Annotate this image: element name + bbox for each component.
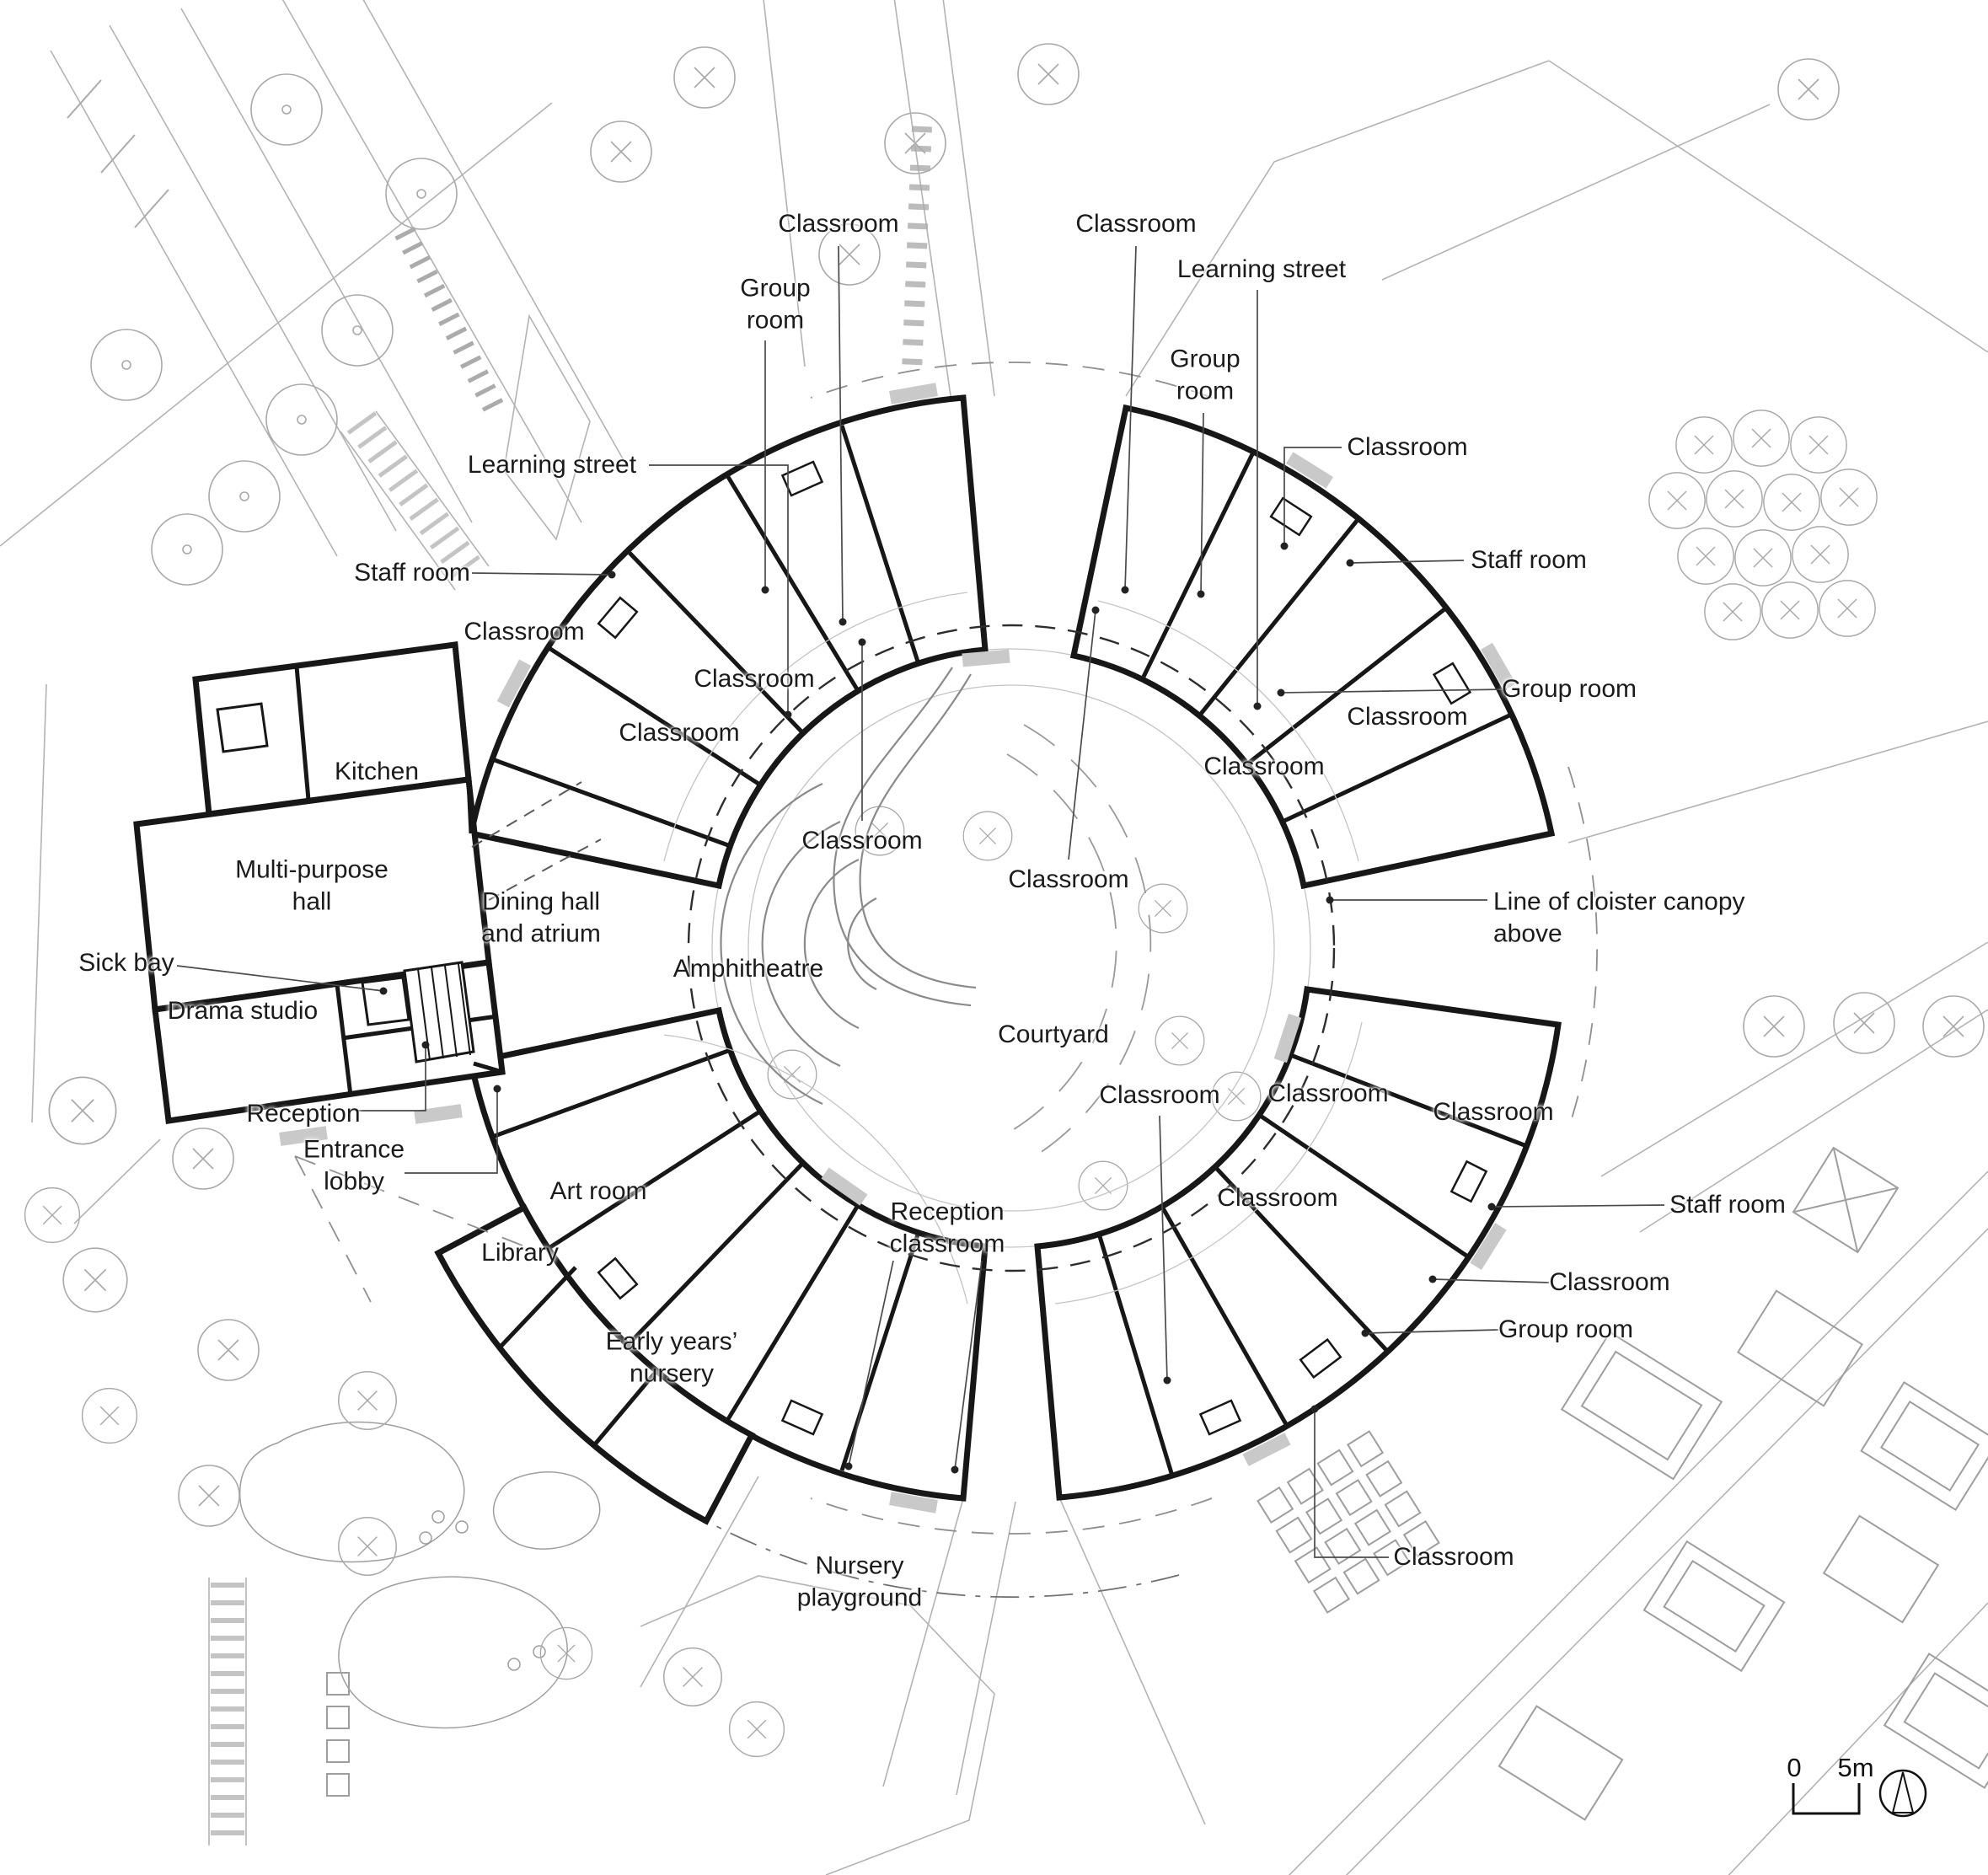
nursery-block [434, 1203, 756, 1525]
leader-staff-room-ne [1349, 560, 1465, 564]
leader-dot-classroom-se-mid [1428, 1275, 1437, 1283]
north-arrow-icon [1878, 1769, 1927, 1818]
building [133, 383, 1562, 1525]
amphitheatre-terraces [720, 667, 1152, 1164]
wing-southwest [467, 1006, 989, 1502]
cloister-canopy-line [687, 624, 1336, 1272]
wing-southeast [1034, 986, 1562, 1501]
west-annex [133, 641, 602, 1303]
leader-dot-classroom-ne-upper [1280, 542, 1289, 550]
leader-sick-bay [176, 965, 384, 992]
leader-dot-learning-street-nw [784, 710, 792, 719]
wing-northwest [467, 394, 989, 890]
leader-dot-classroom-s-a [1163, 1376, 1171, 1385]
leader-dot-entrance-lobby [493, 1085, 501, 1093]
leader-classroom-s-a [1159, 1115, 1168, 1381]
playground-shapes [238, 1421, 601, 1729]
leader-staff-room-nw [471, 572, 613, 576]
leader-learning-street-nw [649, 464, 789, 715]
leader-reception [357, 1045, 426, 1112]
paving-grid [1257, 1430, 1440, 1614]
leader-dot-staff-room-ne [1346, 559, 1354, 567]
leader-dot-cloister-canopy [1326, 896, 1334, 904]
leader-dot-reception-classroom [844, 1462, 853, 1471]
leader-dot-group-room-ne [1197, 590, 1205, 598]
leader-dot-learning-street-ne [1253, 702, 1262, 710]
leader-group-room-se [1364, 1329, 1499, 1334]
leader-dot-staff-room-nw [608, 571, 616, 579]
leader-dot-classroom-nw-top [839, 618, 847, 626]
leader-dot-staff-room-se [1487, 1203, 1496, 1211]
site-buildings [1498, 1146, 1988, 1821]
partition-walls [494, 425, 1525, 1474]
gray-pads [279, 383, 1516, 1513]
leader-group-room-ne [1200, 412, 1204, 595]
leader-dot-sick-bay [379, 987, 388, 995]
toilet-pods [597, 460, 1488, 1436]
leader-dot-reception [421, 1041, 430, 1049]
leader-classroom-ne-upper [1283, 447, 1342, 546]
leader-entrance-lobby [405, 1089, 498, 1174]
leader-dot-reception-classroom-2 [951, 1465, 959, 1474]
leader-dot-classroom-se-bottom [1310, 1405, 1319, 1413]
leader-staff-room-se [1491, 1204, 1665, 1208]
leader-classroom-se-mid [1432, 1278, 1550, 1283]
leader-reception-classroom-2 [954, 1260, 983, 1471]
leader-dot-group-room-nw [761, 586, 769, 594]
leader-classroom-courtyard-ne [1068, 609, 1096, 860]
leader-dot-group-room-se [1361, 1329, 1369, 1337]
leader-classroom-ne-top [1124, 245, 1137, 591]
leader-group-room-e [1280, 688, 1508, 694]
leader-reception-classroom [848, 1260, 894, 1467]
leader-dot-classroom-ne-top [1121, 586, 1129, 594]
scale-bar [1792, 1783, 1861, 1815]
leader-lines [176, 245, 1665, 1558]
leader-dot-classroom-courtyard-ne [1091, 606, 1100, 614]
leader-classroom-nw-top [838, 245, 844, 623]
wing-northeast [1069, 404, 1556, 890]
leader-dot-group-room-e [1277, 688, 1285, 697]
leader-classroom-se-bottom [1314, 1409, 1389, 1558]
leader-dot-classroom-courtyard-nw [858, 638, 866, 646]
